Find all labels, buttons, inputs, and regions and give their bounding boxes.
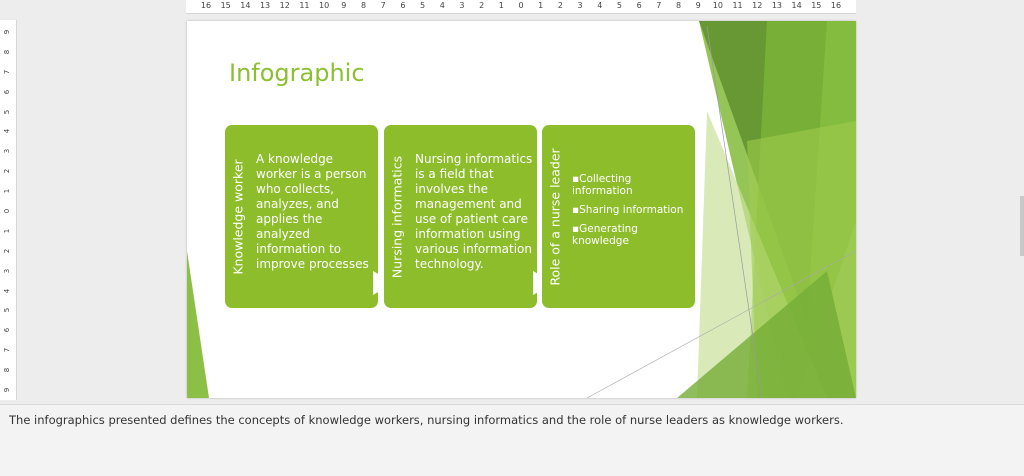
notes-text[interactable]: The infographics presented defines the c… (9, 413, 844, 427)
ruler-tick-label: 16 (200, 1, 212, 10)
speaker-notes-pane[interactable]: The infographics presented defines the c… (0, 404, 1024, 476)
ruler-tick-label: 5 (616, 1, 622, 10)
ruler-tick-label: 14 (791, 1, 802, 10)
ruler-tick-label: 8 (3, 367, 11, 373)
ruler-tick-label: 3 (459, 1, 465, 10)
slide-background-decoration (187, 21, 856, 398)
ruler-tick-label: 3 (577, 1, 583, 10)
list-item: ▪Sharing information (572, 204, 684, 216)
ruler-tick-label: 4 (597, 1, 603, 10)
ruler-tick-label: 6 (3, 89, 11, 94)
ruler-tick-label: 12 (279, 1, 290, 10)
ruler-tick-label: 4 (3, 129, 11, 134)
ruler-tick-label: 11 (732, 1, 743, 10)
ruler-tick-label: 13 (259, 1, 271, 10)
ruler-tick-label: 0 (518, 1, 524, 10)
ruler-tick-label: 15 (220, 1, 231, 10)
ruler-tick-label: 14 (240, 1, 251, 10)
ruler-tick-label: 7 (3, 69, 11, 74)
ruler-tick-label: 5 (420, 1, 426, 10)
box-label: Role of a nurse leader (547, 147, 563, 286)
box-label: Knowledge worker (230, 158, 246, 275)
ruler-tick-label: 1 (538, 1, 544, 10)
ruler-tick-label: 2 (3, 168, 11, 174)
ruler-tick-label: 3 (3, 268, 11, 273)
box-text: Nursing informatics is a field that invo… (415, 152, 533, 271)
slide-canvas[interactable]: Infographic Knowledge worker A knowledge… (187, 21, 856, 398)
ruler-tick-label: 1 (3, 188, 11, 194)
ruler-tick-label: 9 (3, 29, 11, 35)
ruler-tick-label: 7 (380, 1, 386, 10)
ruler-tick-label: 9 (695, 1, 701, 10)
ruler-tick-label: 10 (319, 1, 330, 10)
ruler-tick-label: 6 (400, 1, 406, 10)
ruler-tick-label: 5 (3, 308, 11, 313)
vertical-ruler: 9 8 7 6 5 4 3 2 1 0 1 2 3 4 5 6 7 8 9 (0, 20, 17, 400)
infographic-box-nursing-informatics[interactable]: Nursing informatics Nursing informatics … (384, 125, 537, 308)
ruler-tick-label: 11 (299, 1, 310, 10)
infographic-box-knowledge-worker[interactable]: Knowledge worker A knowledge worker is a… (225, 125, 378, 308)
box-list: ▪Collecting information ▪Sharing informa… (572, 173, 691, 254)
ruler-tick-label: 10 (712, 1, 723, 10)
ruler-tick-label: 7 (656, 1, 662, 10)
ruler-tick-label: 13 (771, 1, 783, 10)
infographic-box-nurse-leader[interactable]: Role of a nurse leader ▪Collecting infor… (542, 125, 695, 308)
ruler-tick-label: 16 (830, 1, 842, 10)
ruler-tick-label: 6 (3, 328, 11, 333)
ruler-tick-label: 3 (3, 149, 11, 154)
ruler-tick-label: 1 (498, 1, 504, 10)
ruler-tick-label: 1 (3, 228, 11, 234)
ruler-tick-label: 5 (3, 109, 11, 114)
ruler-tick-label: 12 (752, 1, 763, 10)
ruler-tick-label: 4 (439, 1, 445, 10)
ruler-tick-label: 2 (3, 248, 11, 253)
list-item: ▪Collecting information (572, 173, 633, 197)
box-label: Nursing informatics (389, 155, 405, 278)
ruler-tick-label: 9 (341, 1, 347, 10)
box-text: A knowledge worker is a person who colle… (256, 152, 369, 271)
ruler-tick-label: 8 (360, 1, 367, 10)
ruler-tick-label: 6 (636, 1, 642, 10)
ruler-tick-label: 9 (3, 387, 11, 393)
list-item: ▪Generating knowledge (572, 223, 638, 247)
ruler-tick-label: 4 (3, 288, 11, 293)
ruler-tick-label: 0 (3, 208, 11, 214)
slide-title[interactable]: Infographic (229, 59, 365, 87)
ruler-tick-label: 7 (3, 347, 11, 353)
scrollbar-thumb[interactable] (1020, 196, 1024, 256)
ruler-tick-label: 8 (3, 49, 11, 55)
ruler-tick-label: 8 (675, 1, 682, 10)
ruler-tick-label: 2 (479, 1, 485, 10)
ruler-tick-label: 2 (557, 1, 563, 10)
ruler-tick-label: 15 (811, 1, 822, 10)
